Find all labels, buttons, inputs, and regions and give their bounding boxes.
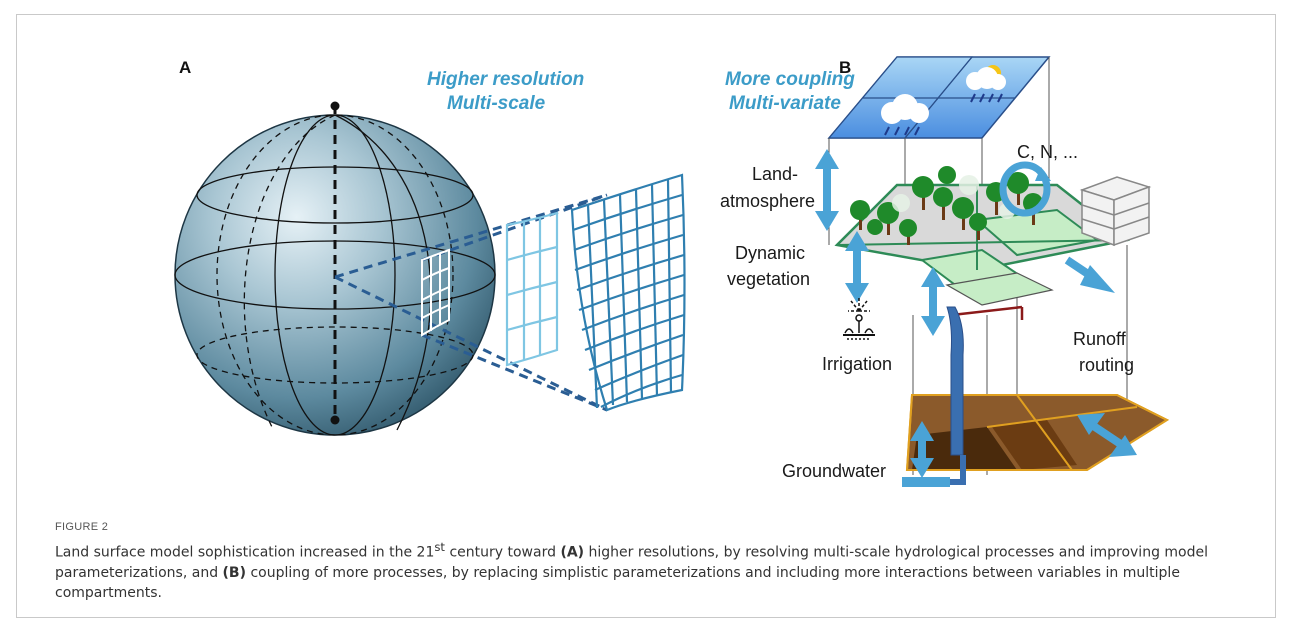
well-pipe-icon xyxy=(902,306,966,487)
caption-part-4: coupling of more processes, by replacing… xyxy=(55,564,1180,601)
arrow-lateral-groundwater xyxy=(1077,413,1137,457)
figure-frame: A Higher resolution Multi-scale xyxy=(16,14,1276,618)
zoom-lines xyxy=(334,193,608,412)
figure-svg: A Higher resolution Multi-scale xyxy=(174,56,1170,487)
sprinkler-icon xyxy=(843,298,875,340)
caption-part-3: higher resolutions, by resolving multi-s… xyxy=(55,544,1208,581)
panel-b-headline-1: More coupling xyxy=(725,69,855,90)
caption-part-2: century toward xyxy=(445,544,561,561)
trees xyxy=(850,166,1043,245)
arrow-vegetation xyxy=(845,231,869,303)
figure-illustration: A Higher resolution Multi-scale xyxy=(17,15,1277,510)
label-runoff: Runoff xyxy=(1073,329,1127,349)
root-line xyxy=(951,305,1023,317)
caption-bold-b: (B) xyxy=(222,564,246,581)
arrow-soil xyxy=(921,267,945,336)
label-groundwater: Groundwater xyxy=(782,461,886,481)
grid-medium xyxy=(505,211,559,367)
globe-grid-small xyxy=(421,248,450,337)
cn-label: C, N, ... xyxy=(1017,142,1078,162)
panel-a-letter: A xyxy=(179,58,191,77)
arrow-land-atmosphere xyxy=(815,149,839,231)
panel-b-letter: B xyxy=(839,58,851,77)
cloud-rain-icon xyxy=(881,94,929,136)
label-routing: routing xyxy=(1079,355,1134,375)
caption-bold-a: (A) xyxy=(560,544,585,561)
building-icon xyxy=(1079,176,1152,247)
arrow-groundwater xyxy=(910,421,934,478)
caption-part-1: Land surface model sophistication increa… xyxy=(55,544,435,561)
soil-layer xyxy=(905,394,1170,471)
grid-large xyxy=(570,173,686,412)
panel-a-headline-2: Multi-scale xyxy=(447,93,546,114)
label-dynamic: Dynamic xyxy=(735,243,805,263)
land-surface xyxy=(834,183,1130,306)
globe xyxy=(174,101,496,436)
panel-b-headline-2: Multi-variate xyxy=(729,93,841,114)
figure-label: FIGURE 2 xyxy=(55,521,109,533)
panel-a-headline-1: Higher resolution xyxy=(427,69,584,90)
caption-superscript: st xyxy=(434,540,446,554)
arrow-runoff xyxy=(1064,256,1115,293)
cycle-arrow-icon xyxy=(999,161,1051,217)
label-vegetation: vegetation xyxy=(727,269,810,289)
sky-tiles xyxy=(827,56,1051,139)
sun-cloud-rain-icon xyxy=(966,65,1006,103)
label-land: Land- xyxy=(752,164,798,184)
figure-caption: Land surface model sophistication increa… xyxy=(55,537,1255,603)
label-atmosphere: atmosphere xyxy=(720,191,815,211)
label-irrigation: Irrigation xyxy=(822,354,892,374)
